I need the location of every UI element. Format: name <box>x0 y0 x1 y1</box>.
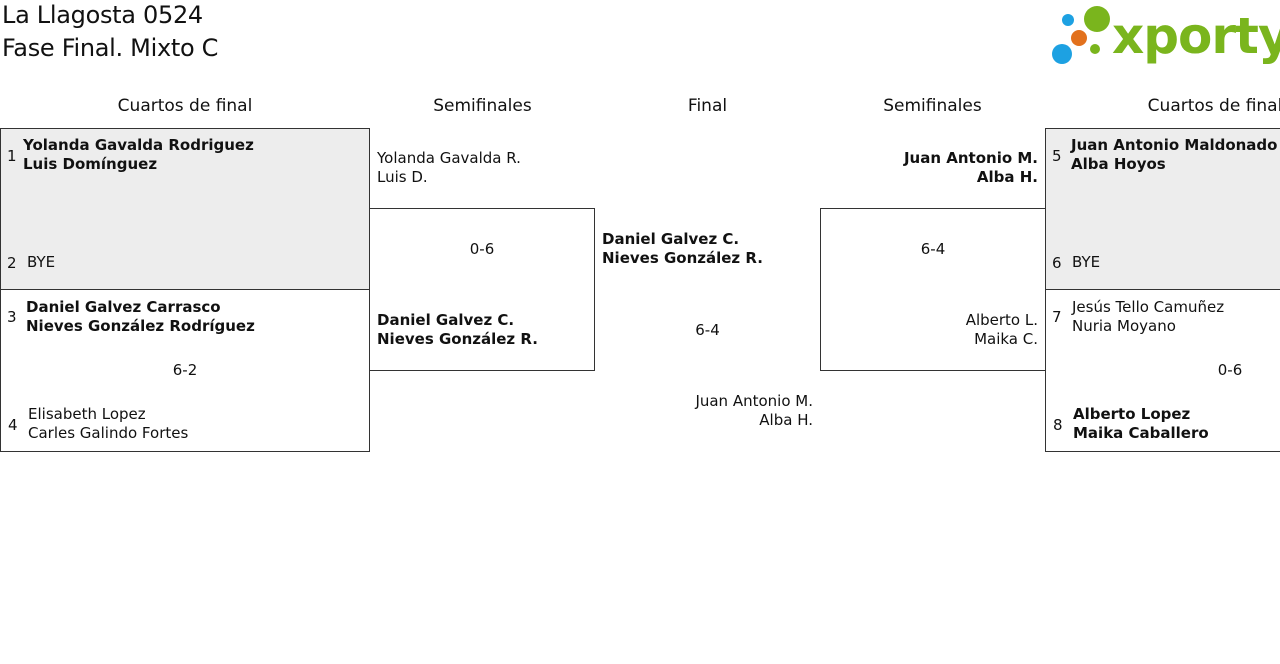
logo-dot-green <box>1084 6 1110 32</box>
seed-number: 4 <box>8 416 18 434</box>
player-name: Alba Hoyos <box>1071 155 1166 173</box>
round-header-left-semis: Semifinales <box>433 96 532 116</box>
seed-number: 1 <box>7 147 17 165</box>
left-quarter-match-1 <box>0 128 370 290</box>
round-header-left-quarters: Cuartos de final <box>117 96 253 116</box>
seed-number: 6 <box>1052 254 1062 272</box>
player-name: Nieves González Rodríguez <box>26 317 255 335</box>
player-name: Maika C. <box>974 330 1038 348</box>
match-score: 0-6 <box>469 240 495 258</box>
bye-label: BYE <box>27 253 56 271</box>
player-name: Daniel Galvez Carrasco <box>26 298 221 316</box>
tournament-title: La Llagosta 0524 <box>2 1 203 29</box>
round-header-right-semis: Semifinales <box>883 96 982 116</box>
player-name: Alberto L. <box>965 311 1038 329</box>
seed-number: 5 <box>1052 147 1062 165</box>
match-score: 6-4 <box>695 321 720 339</box>
player-name: Juan Antonio M. <box>903 149 1038 167</box>
round-header-final: Final <box>687 96 728 116</box>
right-quarter-match-2 <box>1045 289 1280 452</box>
logo-dot-blue-small <box>1062 14 1074 26</box>
player-name: Juan Antonio M. <box>695 392 813 410</box>
player-name: Daniel Galvez C. <box>377 311 515 329</box>
logo-dot-green-small <box>1090 44 1100 54</box>
player-name: Elisabeth Lopez <box>28 405 146 423</box>
logo-dot-blue <box>1052 44 1072 64</box>
match-score: 0-6 <box>1217 361 1243 379</box>
player-name: Yolanda Gavalda Rodriguez <box>23 136 254 154</box>
seed-number: 3 <box>7 308 17 326</box>
player-name: Luis D. <box>377 168 428 186</box>
player-name: Carles Galindo Fortes <box>28 424 189 442</box>
player-name: Nuria Moyano <box>1072 317 1176 335</box>
player-name: Yolanda Gavalda R. <box>377 149 521 167</box>
left-semi-match <box>369 208 595 371</box>
player-name: Jesús Tello Camuñez <box>1072 298 1225 316</box>
player-name: Juan Antonio Maldonado Fr <box>1071 136 1280 154</box>
logo-wordmark: xporty <box>1112 7 1280 65</box>
seed-number: 2 <box>7 254 17 272</box>
player-name: Daniel Galvez C. <box>602 230 740 248</box>
phase-title: Fase Final. Mixto C <box>2 34 219 62</box>
player-name: Maika Caballero <box>1073 424 1209 442</box>
player-name: Alba H. <box>976 168 1038 186</box>
match-score: 6-4 <box>920 240 946 258</box>
xporty-logo <box>1050 4 1276 68</box>
player-name: Nieves González R. <box>602 249 763 267</box>
seed-number: 7 <box>1052 308 1062 326</box>
player-name: Alba H. <box>759 411 813 429</box>
player-name: Nieves González R. <box>377 330 538 348</box>
logo-dot-orange <box>1071 30 1087 46</box>
player-name: Alberto Lopez <box>1073 405 1191 423</box>
round-header-right-quarters: Cuartos de final <box>1147 96 1280 116</box>
bye-label: BYE <box>1072 253 1101 271</box>
match-score: 6-2 <box>172 361 198 379</box>
seed-number: 8 <box>1053 416 1063 434</box>
player-name: Luis Domínguez <box>23 155 158 173</box>
